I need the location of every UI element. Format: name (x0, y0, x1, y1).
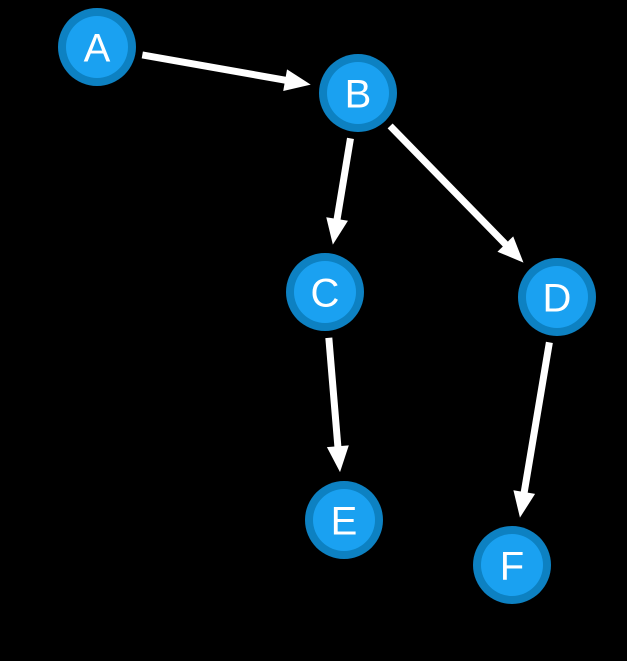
graph-node-B[interactable]: B (319, 54, 397, 132)
node-label-D: D (543, 276, 572, 320)
graph-node-F[interactable]: F (473, 526, 551, 604)
node-label-C: C (311, 271, 340, 315)
edge-B-C (326, 137, 354, 245)
edge-line-B-C (333, 137, 354, 223)
graph-node-A[interactable]: A (58, 8, 136, 86)
edge-C-E (325, 337, 349, 473)
node-fill-C (294, 261, 356, 323)
node-fill-E (313, 489, 375, 551)
arrowhead-icon (497, 236, 524, 263)
arrowhead-icon (326, 217, 348, 245)
graph-node-D[interactable]: D (518, 258, 596, 336)
arrowhead-icon (283, 69, 311, 91)
edge-line-C-E (325, 337, 342, 450)
node-label-E: E (331, 499, 358, 543)
node-label-B: B (345, 72, 372, 116)
node-fill-A (66, 16, 128, 78)
node-fill-D (526, 266, 588, 328)
graph-node-C[interactable]: C (286, 253, 364, 331)
edge-line-A-B (141, 51, 289, 85)
node-fill-F (481, 534, 543, 596)
graph-node-E[interactable]: E (305, 481, 383, 559)
edge-B-D (387, 123, 524, 263)
edge-A-B (141, 51, 311, 91)
edge-line-B-D (387, 123, 510, 249)
arrowhead-icon (513, 490, 536, 518)
node-fill-B (327, 62, 389, 124)
node-label-A: A (84, 26, 111, 70)
edge-line-D-F (520, 341, 553, 496)
edge-D-F (513, 341, 553, 518)
node-label-F: F (500, 544, 524, 588)
arrowhead-icon (326, 445, 349, 473)
